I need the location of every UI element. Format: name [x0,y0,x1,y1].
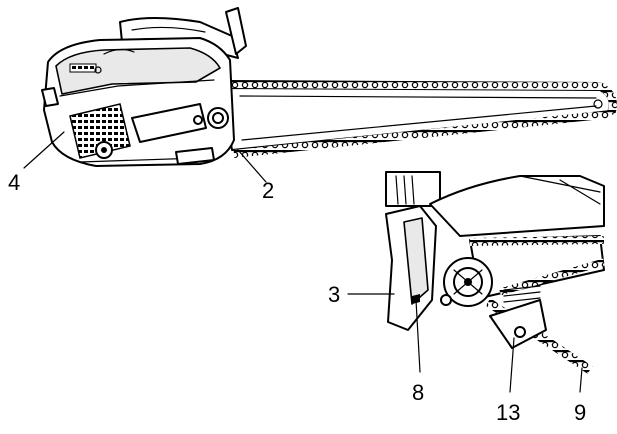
chainsaw-overview [23,7,617,183]
sprocket [440,257,493,307]
detail-chain-middle [499,258,605,296]
callout-8: 8 [412,380,424,405]
saw-chain-upper [221,80,617,116]
guide-bar [221,80,617,158]
callout-3: 3 [328,282,340,307]
detail-chain-upper [469,236,605,246]
callout-4: 4 [8,170,20,195]
saw-chain-lower [233,110,612,158]
chain-detail-view [347,171,605,393]
callout-2: 2 [262,178,274,203]
vent-grille-top [69,63,97,73]
callout-9: 9 [574,400,586,425]
engine-housing [41,37,235,167]
vent-grille-side [69,103,131,159]
callout-13: 13 [496,400,520,425]
